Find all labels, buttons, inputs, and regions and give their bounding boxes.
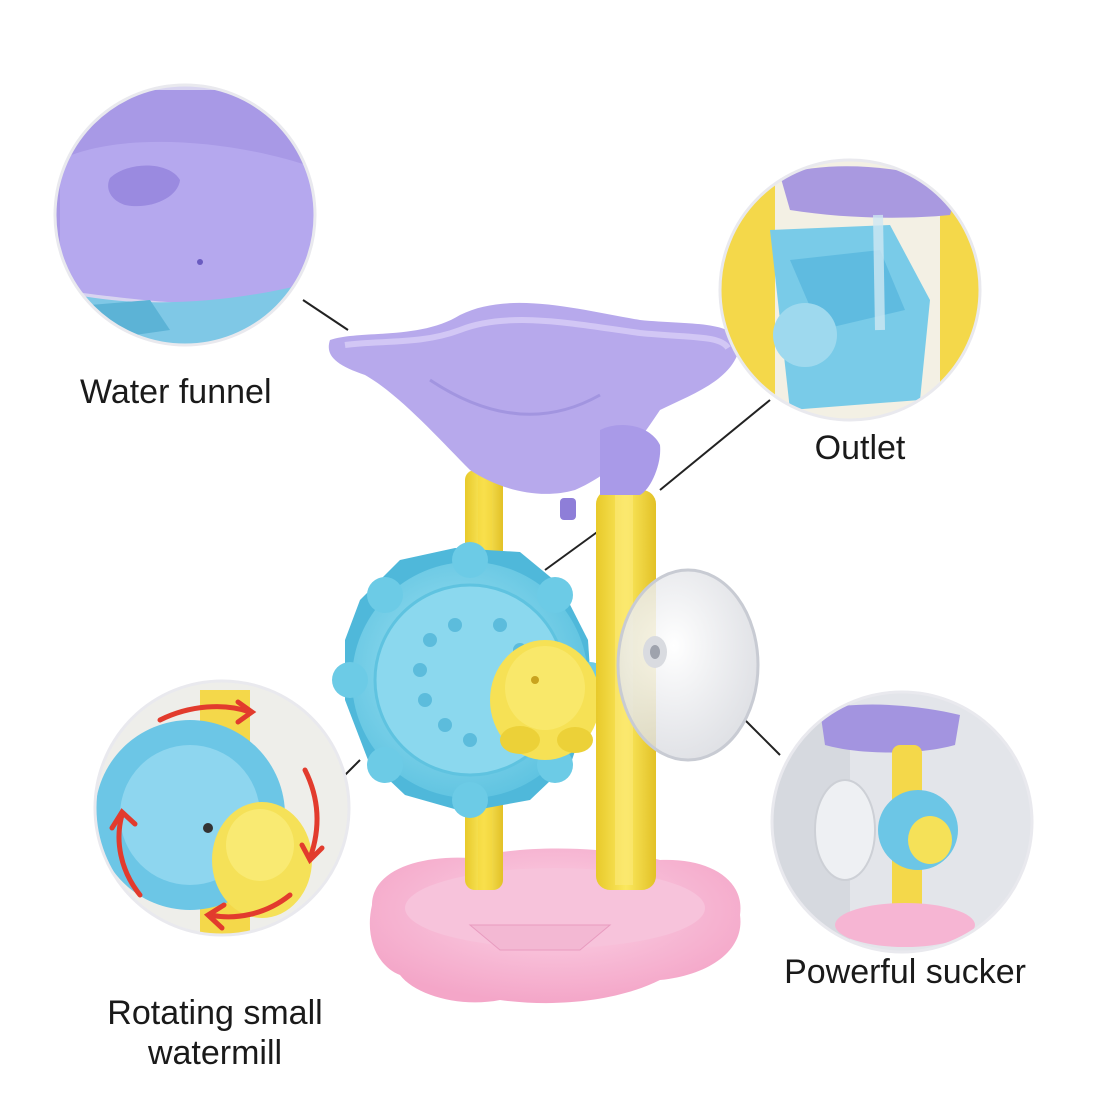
purple-funnel xyxy=(328,302,740,520)
label-powerful-sucker: Powerful sucker xyxy=(784,953,1026,991)
detail-circle-funnel xyxy=(55,85,315,345)
detail-circle-sucker xyxy=(772,692,1032,952)
label-rotating-watermill: Rotating small watermill xyxy=(107,994,323,1072)
label-water-funnel: Water funnel xyxy=(80,373,272,411)
detail-circle-outlet xyxy=(720,160,980,420)
connector-lines xyxy=(302,299,781,786)
base-grid xyxy=(468,924,612,951)
rotation-arrows xyxy=(109,699,325,931)
label-outlet: Outlet xyxy=(814,429,906,467)
duck-figure xyxy=(490,640,600,760)
watermill-toy xyxy=(328,302,760,1004)
suction-cup xyxy=(616,568,760,762)
detail-circle-watermill xyxy=(95,681,349,935)
